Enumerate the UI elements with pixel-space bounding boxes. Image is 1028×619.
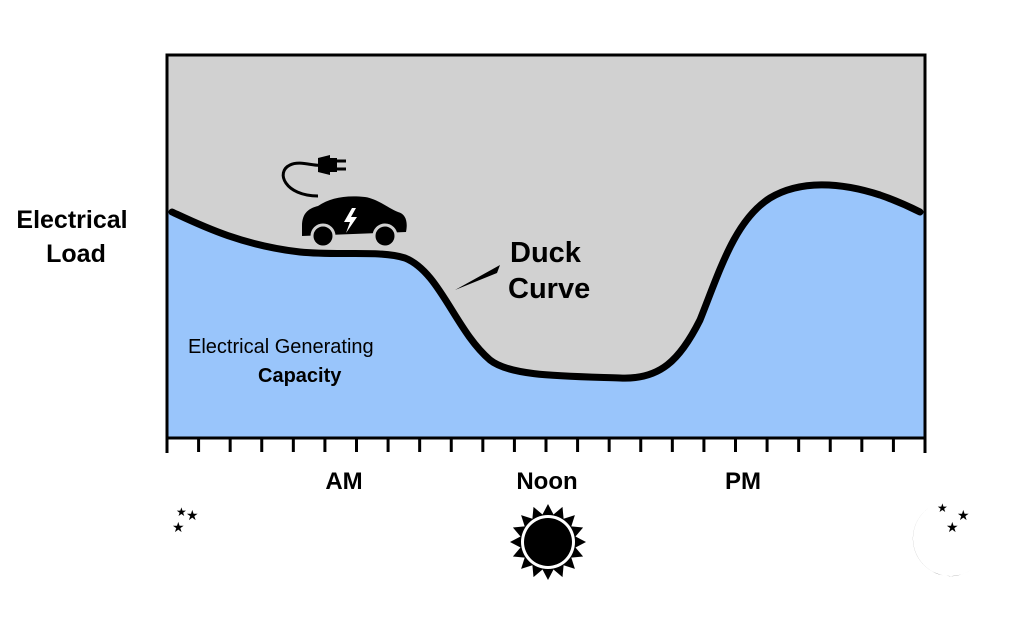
- electric-car-plug-icon: [281, 155, 407, 249]
- x-axis-ticks: [165, 438, 927, 453]
- svg-text:★: ★: [172, 519, 185, 535]
- y-axis-label-line1: Electrical: [16, 206, 127, 234]
- moon-stars-icon: ★ ★ ★: [137, 505, 199, 577]
- capacity-label-line1: Electrical Generating: [188, 336, 374, 358]
- capacity-label-line2: Capacity: [258, 365, 342, 387]
- duck-curve-pointer: [455, 265, 500, 290]
- duck-curve-label-line1: Duck: [510, 237, 582, 269]
- duck-curve-label-line2: Curve: [508, 273, 590, 305]
- svg-text:★: ★: [957, 507, 970, 523]
- x-label-pm: PM: [725, 468, 761, 495]
- x-label-am: AM: [325, 468, 362, 495]
- svg-text:★: ★: [186, 507, 199, 523]
- sun-icon: [510, 504, 586, 580]
- capacity-area: [167, 184, 925, 438]
- duck-curve-line: [168, 181, 924, 382]
- svg-text:★: ★: [937, 501, 948, 515]
- svg-text:★: ★: [946, 519, 959, 535]
- svg-text:★: ★: [176, 505, 187, 519]
- moon-stars-icon: ★ ★ ★: [912, 501, 971, 577]
- y-axis-label-line2: Load: [46, 240, 106, 268]
- x-label-noon: Noon: [516, 468, 577, 495]
